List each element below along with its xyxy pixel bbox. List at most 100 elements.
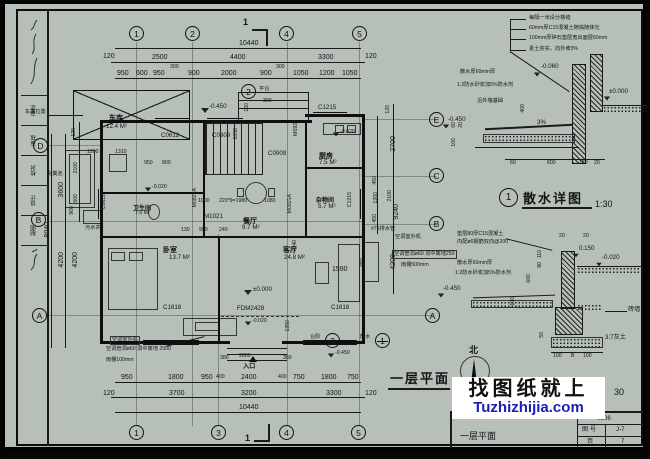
opening-label: M0927 [293,120,299,136]
bubble-divider [243,91,254,93]
detail1-note: 散水厚60mm厚 [460,69,496,75]
dim: 950 [199,227,208,233]
window-C1818-left [143,340,199,345]
dim: 180 [579,160,588,166]
detail-ref-label: 平台 [259,86,270,92]
level-value: -0.020 [340,129,355,135]
level-mark [332,132,340,137]
axis-bubble-right-E: E [429,112,444,127]
window-C0612 [155,118,189,123]
dim-line [377,116,378,234]
dim: 1800 [168,374,184,381]
detail2-note: 垫层80厚C15混凝土 [457,231,504,237]
dining-chair [268,188,275,197]
dim-line [115,412,361,413]
dim: 9240 [393,204,400,220]
dim: 3700 [169,390,185,397]
dim: 1000 [198,198,210,204]
dim: 1050 [233,128,239,140]
dim: 750 [293,374,305,381]
dim-line [65,134,66,348]
north-arrow-needle [471,359,477,383]
dim: 1590 [332,266,348,273]
room-area-kitchen: 7.5 M² [319,159,337,166]
wall-interior [203,120,205,238]
dim: 380 [220,355,229,361]
titleblock-no-label: 图 号 [582,426,597,433]
dim-line [115,382,361,383]
dim-line [393,104,394,294]
axis-line-D [49,145,101,146]
dim-line [111,62,365,63]
soil-label: 3:7灰土 [605,334,626,341]
opening-label: C0612 [161,132,180,139]
dim: 600 [547,160,556,166]
level-mark [244,321,252,326]
titleblock-line [450,411,452,448]
dim: 950 [153,70,165,77]
dim: 800 [162,160,171,166]
opening-label: C0909 [268,150,287,157]
dim: 950 [144,160,153,166]
note-septic: 化粪池 [47,171,63,177]
detail1-note: 每隔一米设分格缝 [529,15,571,21]
dim-line [51,134,52,348]
dim: 100 [553,353,562,359]
canopy-dashed-line [221,316,299,317]
section-mark-line [266,29,268,46]
lime-soil-bed [551,337,603,348]
sofa [338,244,360,302]
dim: 3300 [318,54,334,61]
opening-label: FDM2428 [237,305,265,312]
room-area-store: 5.7 M² [318,203,336,210]
window-C1215 [313,112,347,117]
titleblock-line [578,424,643,425]
dim-line [551,352,603,353]
axis-bubble-top-1: 1 [129,26,144,41]
titleblock-page-label: 页 [587,438,594,445]
wall-interior [100,236,363,238]
room-label-bath: 卫生间 [133,206,152,212]
level-value: -0.060 [541,63,559,70]
titleblock-no: J-7 [616,426,625,433]
opening-label: C0612 [101,194,107,210]
signature-cell [21,11,47,96]
strip-divider [47,9,49,446]
axis-line-A-right [365,315,433,316]
dim: 950 [117,70,129,77]
section-mark-line [252,29,268,31]
ground-hatch [603,106,647,114]
dim: 20 [559,233,565,239]
dim: 100 [510,297,516,306]
axis-line-A [49,315,365,316]
axis-bubble-bottom-1: 1 [129,425,144,440]
dim: 2100 [387,190,393,202]
level-value: -0.450 [209,103,227,110]
level-mark [442,124,450,129]
leader-line [510,19,511,51]
titleblock-page: 7 [621,438,625,445]
level-value: ±0.000 [609,88,628,95]
ground-hatch [577,267,643,275]
dim-line [111,397,365,398]
dim: 110 [537,250,543,259]
plan-title-underline [388,388,450,390]
porch-step [238,92,308,93]
axis-bubble-bottom-3: 3 [211,425,226,440]
dim: 4400 [230,54,246,61]
opening-label: M1021 [204,213,223,220]
entry-step [227,354,287,355]
detail-ref-2-bottom: 2 [325,333,340,348]
porch-edge [238,92,239,122]
axis-line-E [365,119,437,120]
axis-bubble-top-4: 4 [279,26,294,41]
room-area-dining: 9.7 M² [242,224,260,231]
dim: 60 [451,122,457,128]
gravel-bed [471,300,553,308]
detail1-note: 100mm厚碎石垫层宽出面层60mm [529,35,608,41]
titleblock-line [578,436,643,437]
dim: 1250 [285,320,291,332]
dim: 4200 [58,252,65,268]
dim-stair-risers: 220*9=1980 [219,198,248,204]
